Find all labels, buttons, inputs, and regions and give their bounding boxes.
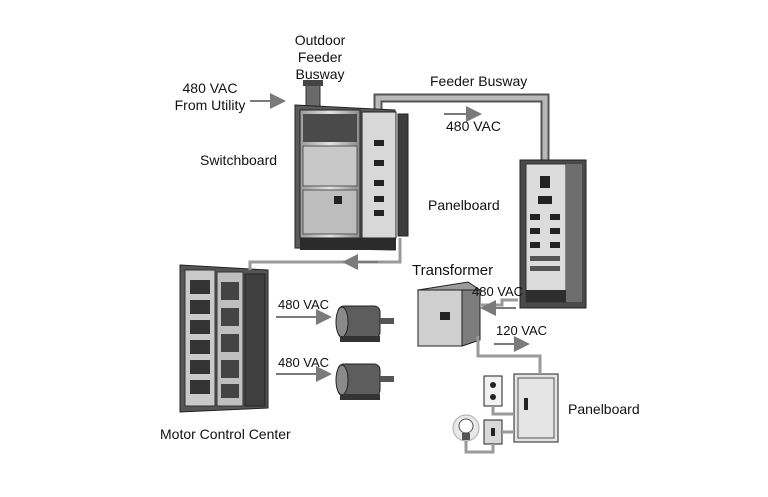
motor-control-center-cabinet — [179, 264, 269, 413]
motor-2 — [335, 363, 394, 400]
switchboard-label: Switchboard — [200, 152, 278, 168]
from-utility-label: 480 VAC From Utility — [160, 80, 260, 114]
feeder-busway-label: Feeder Busway — [430, 73, 528, 89]
transformer-label: Transformer — [412, 262, 494, 279]
motor-2-voltage-label: 480 VAC — [278, 355, 330, 370]
flow-arrows — [250, 93, 530, 382]
from-utility-text: From Utility — [174, 97, 246, 113]
outdoor-label-line-2: Feeder — [297, 49, 343, 65]
motor-1-voltage-label: 480 VAC — [278, 297, 330, 312]
transformer-unit — [416, 281, 482, 347]
light-bulb-icon — [452, 414, 480, 442]
motor-1 — [335, 305, 394, 342]
wiring — [248, 238, 542, 454]
from-utility-voltage: 480 VAC — [182, 80, 238, 96]
panelboard-main-label: Panelboard — [428, 197, 500, 213]
outdoor-busway-stub — [303, 80, 323, 109]
light-switch — [483, 419, 503, 445]
panelboard-branch-cabinet — [513, 373, 559, 443]
feeder-voltage-label: 480 VAC — [446, 118, 501, 134]
panelboard-branch-label: Panelboard — [568, 401, 640, 417]
switchboard-cabinet — [294, 104, 409, 251]
transformer-input-voltage-label: 480 VAC — [472, 284, 524, 299]
feeder-busway-duct — [373, 93, 550, 162]
outlet — [483, 375, 503, 407]
transformer-output-voltage-label: 120 VAC — [496, 323, 548, 338]
outdoor-feeder-busway-label: Outdoor Feeder Busway — [280, 32, 360, 83]
panelboard-main-cabinet — [519, 159, 587, 309]
outdoor-label-line-1: Outdoor — [294, 32, 346, 48]
outdoor-label-line-3: Busway — [295, 66, 345, 82]
motor-control-center-label: Motor Control Center — [160, 426, 291, 442]
